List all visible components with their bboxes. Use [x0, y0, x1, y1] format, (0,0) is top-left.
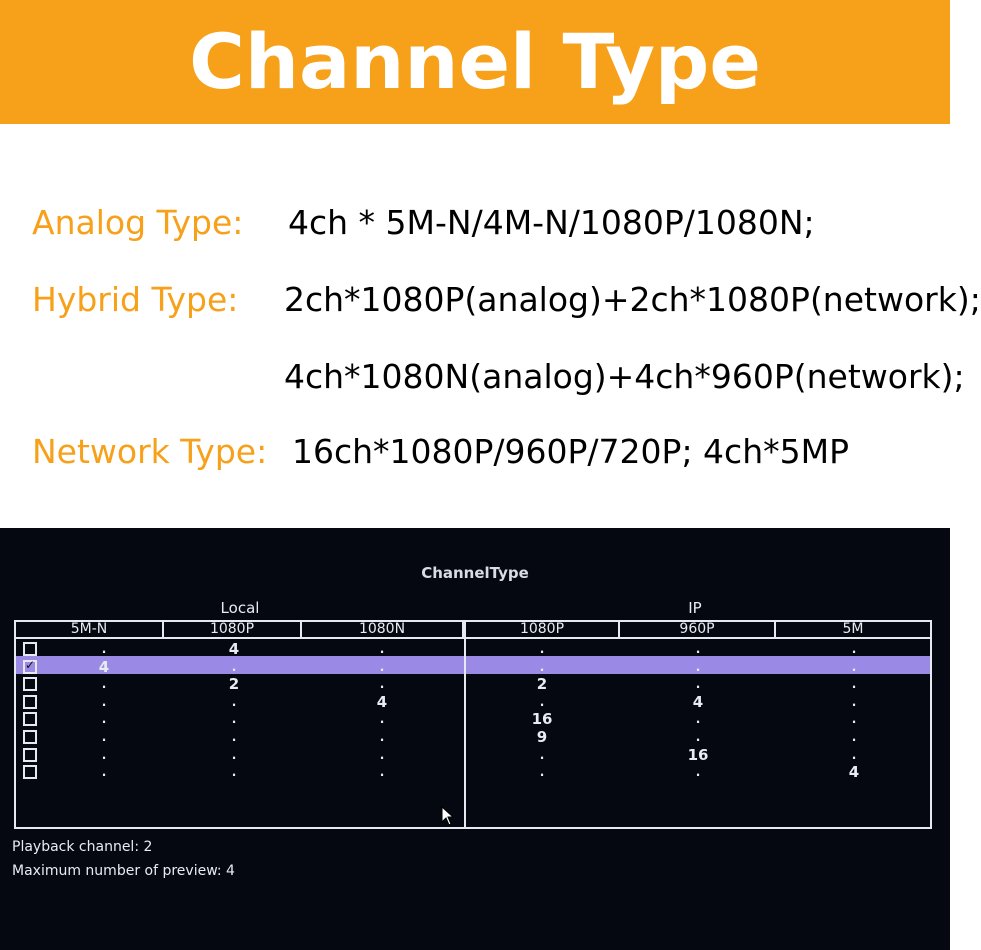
grid-cell: .	[851, 659, 857, 674]
channel-type-checkbox[interactable]	[23, 642, 37, 656]
grid-cell: .	[101, 730, 107, 744]
grid-cell: 4	[692, 692, 704, 711]
grid-cell: .	[231, 659, 237, 674]
grid-cell: .	[231, 712, 237, 727]
analog-type-label: Analog Type:	[32, 203, 244, 242]
column-header-5m-n: 5M-N	[16, 622, 164, 639]
grid-cell: 4	[376, 692, 388, 711]
grid-cell: 4	[848, 763, 860, 782]
grid-cell: .	[851, 730, 857, 744]
hybrid-type-value-1: 2ch*1080P(analog)+2ch*1080P(network);	[284, 280, 981, 319]
grid-cell: .	[539, 694, 545, 709]
column-header-ip-1080p: 1080P	[466, 622, 620, 639]
grid-cell: .	[101, 765, 107, 780]
dialog-title: ChannelType	[421, 564, 529, 582]
grid-cell: .	[379, 712, 385, 727]
column-header-960p: 960P	[620, 622, 776, 639]
selected-row-highlight	[16, 656, 930, 674]
grid-cell: .	[101, 642, 107, 656]
grid-cell: 2	[536, 675, 548, 694]
grid-cell: 16	[531, 710, 553, 729]
channel-type-checkbox[interactable]	[23, 658, 37, 674]
column-header-local-1080p: 1080P	[164, 622, 302, 639]
grid-cell: .	[101, 677, 107, 692]
grid-cell: .	[379, 730, 385, 744]
analog-type-value: 4ch * 5M-N/4M-N/1080P/1080N;	[288, 203, 815, 242]
column-header-5m: 5M	[776, 622, 930, 639]
grid-cell: .	[695, 712, 701, 727]
grid-cell: .	[101, 712, 107, 727]
channel-type-checkbox[interactable]	[23, 730, 37, 744]
grid-cell: 16	[687, 745, 709, 764]
group-local-label: Local	[220, 599, 260, 617]
grid-cell: 2	[228, 675, 240, 694]
grid-cell: .	[695, 659, 701, 674]
grid-cell: .	[851, 712, 857, 727]
local-ip-divider	[464, 622, 466, 827]
grid-cell: .	[695, 730, 701, 744]
grid-cell: .	[539, 659, 545, 674]
grid-cell: .	[695, 642, 701, 656]
grid-cell: .	[695, 765, 701, 780]
channel-type-checkbox[interactable]	[23, 765, 37, 780]
hybrid-type-value-2: 4ch*1080N(analog)+4ch*960P(network);	[284, 357, 965, 396]
network-type-value: 16ch*1080P/960P/720P; 4ch*5MP	[292, 432, 849, 471]
dvr-screen: ChannelType Local IP 5M-N 1080P 1080N 10…	[0, 528, 950, 950]
grid-cell: .	[101, 747, 107, 762]
grid-cell: .	[231, 765, 237, 780]
channel-type-grid: 5M-N 1080P 1080N 1080P 960P 5M .4....4..…	[14, 620, 932, 829]
max-preview-text: Maximum number of preview: 4	[12, 863, 235, 879]
grid-cell: .	[101, 694, 107, 709]
grid-cell: .	[379, 677, 385, 692]
group-ip-label: IP	[688, 599, 702, 617]
grid-cell: .	[379, 659, 385, 674]
title-banner: Channel Type	[0, 0, 950, 124]
grid-cell: .	[231, 694, 237, 709]
grid-cell: .	[231, 747, 237, 762]
grid-cell: .	[539, 642, 545, 656]
grid-cell: .	[539, 747, 545, 762]
playback-channel-text: Playback channel: 2	[12, 839, 153, 855]
channel-type-checkbox[interactable]	[23, 747, 37, 762]
channel-type-checkbox[interactable]	[23, 677, 37, 692]
grid-cell: 9	[536, 728, 548, 746]
grid-cell: .	[851, 747, 857, 762]
grid-cell: .	[851, 642, 857, 656]
grid-cell: .	[851, 677, 857, 692]
channel-type-checkbox[interactable]	[23, 712, 37, 727]
grid-cell: .	[231, 730, 237, 744]
grid-cell: .	[851, 694, 857, 709]
channel-type-checkbox[interactable]	[23, 694, 37, 709]
grid-cell: .	[539, 765, 545, 780]
grid-cell: .	[695, 677, 701, 692]
banner-title: Channel Type	[189, 17, 761, 106]
mouse-pointer-icon	[441, 805, 455, 826]
grid-cell: 4	[228, 640, 240, 658]
column-header-1080n: 1080N	[302, 622, 464, 639]
network-type-label: Network Type:	[32, 432, 268, 471]
hybrid-type-label: Hybrid Type:	[32, 280, 239, 319]
grid-cell: .	[379, 765, 385, 780]
info-panel: Analog Type: 4ch * 5M-N/4M-N/1080P/1080N…	[0, 124, 981, 528]
grid-cell: .	[379, 747, 385, 762]
grid-cell: .	[379, 642, 385, 656]
grid-cell: 4	[98, 657, 110, 676]
